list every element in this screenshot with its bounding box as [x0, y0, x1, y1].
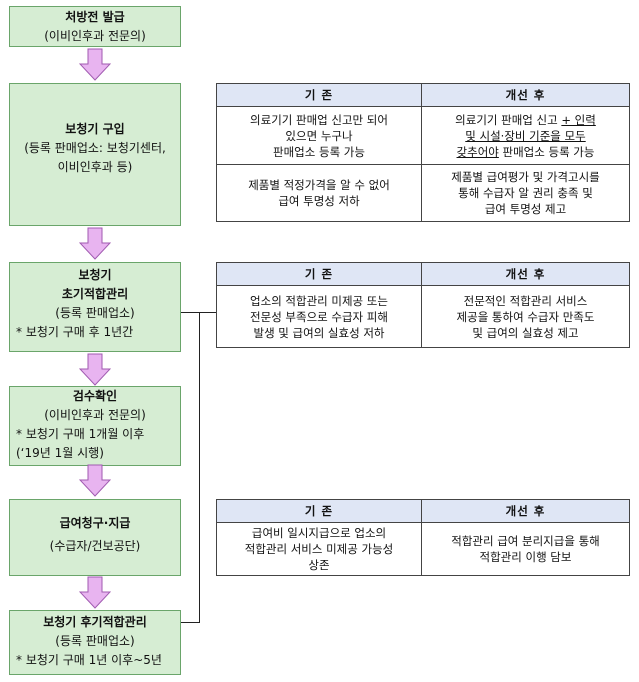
cell-text: 의료기기 판매업 신고 — [455, 112, 562, 127]
cell-line: 및 급여의 실효성 제고 — [472, 325, 579, 340]
cell-after: 적합관리 급여 분리지급을 통해 적합관리 이행 담보 — [421, 522, 630, 576]
comparison-table-payment: 기 존 개선 후 급여비 일시지급으로 업소의 적합관리 서비스 미제공 가능성… — [216, 499, 630, 576]
down-arrow-4 — [78, 464, 112, 498]
step-subtitle: 이비인후과 등) — [57, 160, 133, 174]
cell-before: 제품별 적정가격을 알 수 없어 급여 투명성 저하 — [216, 164, 422, 222]
cell-line: 판매업소 등록 가능 — [273, 144, 365, 159]
step-inspection: 검수확인 (이비인후과 전문의) * 보청기 구매 1개월 이후 (‘19년 1… — [9, 386, 181, 466]
cell-after: 전문적인 적합관리 서비스 제공을 통하여 수급자 만족도 및 급여의 실효성 … — [421, 285, 630, 348]
cell-line: 제품별 적정가격을 알 수 없어 — [248, 178, 390, 192]
step-subtitle: (등록 판매업소) — [55, 306, 135, 320]
cell-after: 제품별 급여평가 및 가격고시를 통해 수급자 알 권리 충족 및 급여 투명성… — [421, 164, 630, 222]
cell-line: 전문성 부족으로 수급자 피해 — [250, 309, 388, 324]
header-after: 개선 후 — [421, 262, 630, 286]
cell-line: 업소의 적합관리 미제공 또는 — [250, 293, 388, 308]
cell-line: 제품별 급여평가 및 가격고시를 — [451, 170, 600, 184]
comparison-table-purchase: 기 존 개선 후 의료기기 판매업 신고만 되어 있으면 누구나 판매업소 등록… — [216, 83, 630, 222]
step-title: 급여청구·지급 — [59, 516, 131, 530]
cell-line: 의료기기 판매업 신고 + 인력 — [426, 112, 625, 128]
step-initial-fitting: 보청기 초기적합관리 (등록 판매업소) * 보청기 구매 후 1년간 — [9, 262, 181, 352]
cell-text-underlined: + 인력 — [561, 112, 596, 127]
down-arrow-3 — [78, 353, 112, 387]
cell-line: 제공을 통하여 수급자 만족도 — [456, 309, 595, 324]
cell-line: 적합관리 급여 분리지급을 통해 — [451, 534, 600, 548]
cell-line: 통해 수급자 알 권리 충족 및 — [458, 186, 593, 200]
step-claim-payment: 급여청구·지급 (수급자/건보공단) — [9, 499, 181, 576]
step-title: 초기적합관리 — [61, 287, 129, 301]
cell-line: 적합관리 서비스 미제공 가능성 — [244, 542, 394, 556]
cell-text-underlined: 갖추어야 — [456, 144, 499, 159]
step-subtitle: (이비인후과 전문의) — [44, 408, 146, 422]
cell-line: 적합관리 이행 담보 — [479, 550, 572, 564]
step-title: 보청기 구입 — [65, 122, 125, 136]
cell-line: 전문적인 적합관리 서비스 — [463, 293, 588, 308]
step-prescription: 처방전 발급 (이비인후과 전문의) — [9, 6, 181, 47]
cell-line: 갖추어야 판매업소 등록 가능 — [426, 144, 625, 160]
step-title: 보청기 — [78, 268, 112, 282]
cell-line: 있으면 누구나 — [285, 128, 353, 143]
step-title: 처방전 발급 — [65, 10, 125, 24]
header-before: 기 존 — [216, 262, 422, 286]
down-arrow-5 — [78, 576, 112, 610]
step-note: * 보청기 구매 1년 이후~5년 — [16, 653, 162, 667]
connector-horizontal-top — [181, 312, 216, 313]
cell-line: 발생 및 급여의 실효성 저하 — [253, 325, 385, 340]
step-note: * 보청기 구매 1개월 이후 — [16, 427, 145, 441]
step-purchase: 보청기 구입 (등록 판매업소: 보청기센터, 이비인후과 등) — [9, 83, 181, 226]
header-after: 개선 후 — [421, 83, 630, 107]
header-before: 기 존 — [216, 83, 422, 107]
step-subtitle: (수급자/건보공단) — [49, 539, 141, 553]
cell-before: 의료기기 판매업 신고만 되어 있으면 누구나 판매업소 등록 가능 — [216, 106, 422, 165]
step-subtitle: (이비인후과 전문의) — [44, 29, 146, 43]
cell-line: 급여비 일시지급으로 업소의 — [251, 526, 387, 540]
connector-horizontal-bottom — [181, 622, 200, 623]
cell-after: 의료기기 판매업 신고 + 인력 및 시설·장비 기준을 모두 갖추어야 판매업… — [421, 106, 630, 165]
step-subtitle: (등록 판매업소: 보청기센터, — [24, 141, 166, 155]
step-note: * 보청기 구매 후 1년간 — [16, 325, 134, 339]
cell-line: 급여 투명성 저하 — [278, 194, 360, 208]
step-later-fitting: 보청기 후기적합관리 (등록 판매업소) * 보청기 구매 1년 이후~5년 — [9, 610, 181, 675]
down-arrow-1 — [78, 48, 112, 82]
cell-line-underlined: 및 시설·장비 기준을 모두 — [465, 128, 586, 143]
comparison-table-fitting: 기 존 개선 후 업소의 적합관리 미제공 또는 전문성 부족으로 수급자 피해… — [216, 262, 630, 348]
step-title: 검수확인 — [72, 389, 118, 403]
step-subtitle: (등록 판매업소) — [55, 634, 135, 648]
step-note: (‘19년 1월 시행) — [16, 446, 104, 460]
step-title: 보청기 후기적합관리 — [43, 615, 147, 629]
cell-line: 급여 투명성 제고 — [484, 202, 567, 216]
connector-vertical — [199, 312, 200, 623]
down-arrow-2 — [78, 227, 112, 261]
cell-before: 업소의 적합관리 미제공 또는 전문성 부족으로 수급자 피해 발생 및 급여의… — [216, 285, 422, 348]
cell-line: 의료기기 판매업 신고만 되어 — [250, 112, 388, 127]
header-after: 개선 후 — [421, 499, 630, 523]
header-before: 기 존 — [216, 499, 422, 523]
cell-before: 급여비 일시지급으로 업소의 적합관리 서비스 미제공 가능성 상존 — [216, 522, 422, 576]
cell-text: 판매업소 등록 가능 — [498, 144, 595, 159]
cell-line: 상존 — [308, 558, 330, 572]
